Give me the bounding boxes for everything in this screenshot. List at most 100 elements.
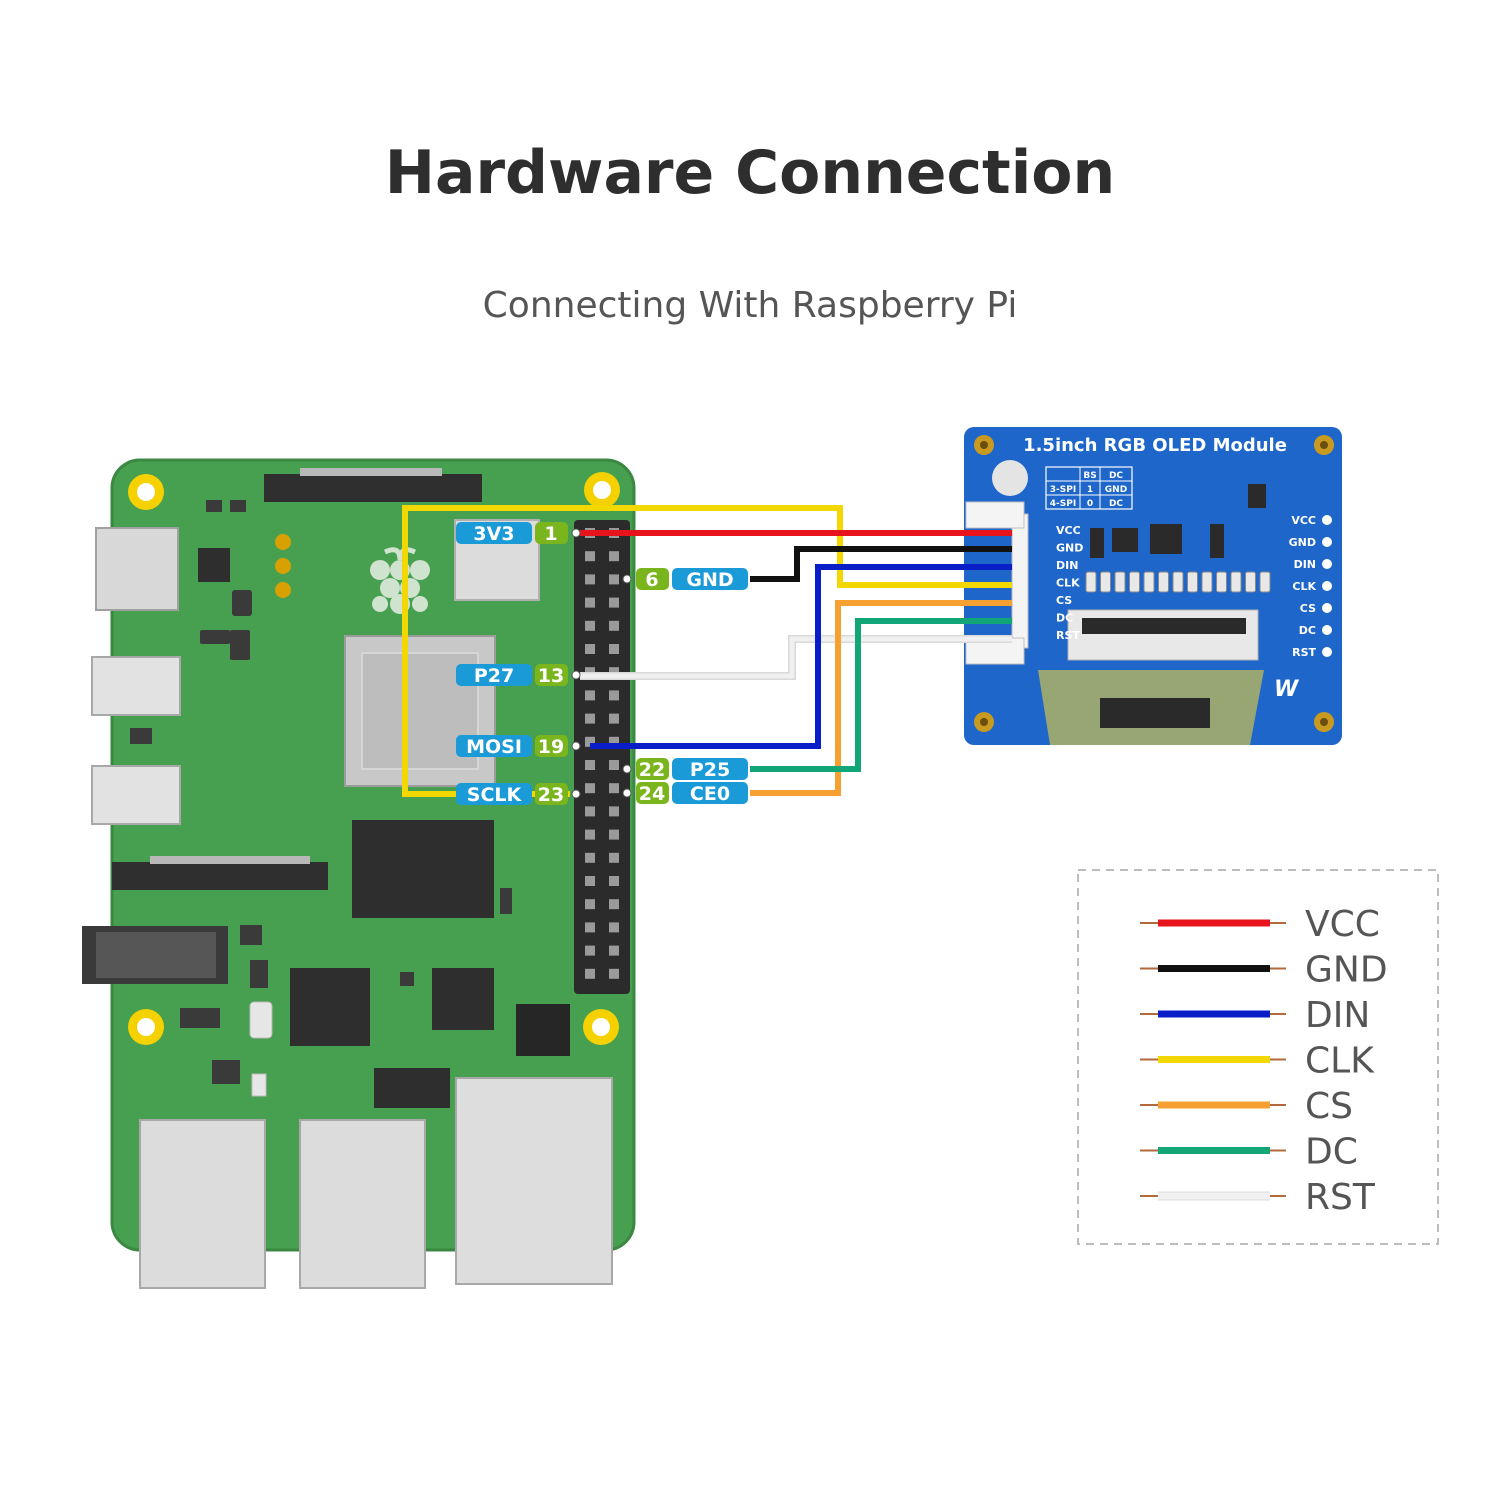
- waveshare-logo: W: [1274, 677, 1300, 702]
- pin-name: P25: [690, 759, 730, 781]
- gpio-pin: [609, 806, 619, 817]
- gpio-pin: [585, 829, 595, 840]
- gpio-pin: [585, 713, 595, 724]
- wire-cs: [750, 600, 1012, 796]
- page-subtitle: Connecting With Raspberry Pi: [482, 285, 1018, 326]
- config-table: BS DC 3-SPI 1 GND 4-SPI 0 DC: [1045, 466, 1133, 510]
- module-side-label: GND: [1289, 536, 1316, 549]
- legend-label: CLK: [1305, 1041, 1375, 1082]
- legend-item-vcc: VCC: [1140, 904, 1380, 945]
- usb-port-0: [139, 1119, 266, 1289]
- gpio-pin: [585, 945, 595, 956]
- gpio-pin: [585, 551, 595, 562]
- wire-rst: [580, 636, 1012, 679]
- ethernet-port: [455, 1077, 613, 1285]
- legend-label: VCC: [1305, 904, 1380, 945]
- pin-name: SCLK: [467, 784, 523, 806]
- table-cell: DC: [1109, 499, 1123, 509]
- gpio-pin: [609, 713, 619, 724]
- legend-item-rst: RST: [1140, 1177, 1376, 1218]
- gpio-pin: [609, 899, 619, 910]
- gpio-pin: [585, 736, 595, 747]
- module-pad: [1322, 625, 1332, 635]
- gpio-pin: [585, 644, 595, 654]
- module-pad: [1322, 559, 1332, 569]
- module-side-label: DC: [1299, 624, 1316, 637]
- capacitor: [1230, 571, 1242, 593]
- hdmi-port-0: [91, 656, 181, 716]
- gpio-pin: [609, 829, 619, 840]
- legend-label: RST: [1305, 1177, 1376, 1218]
- module-header: [1011, 513, 1029, 649]
- usb-port-1: [299, 1119, 426, 1289]
- capacitor-row: [1085, 571, 1271, 593]
- gpio-pin: [609, 922, 619, 933]
- capacitor: [1100, 571, 1111, 593]
- table-cell: 0: [1087, 499, 1093, 509]
- module-header-label: VCC: [1056, 524, 1081, 537]
- pin-number: 22: [639, 759, 665, 781]
- camera-connector: [112, 862, 328, 890]
- gpio-pin: [609, 783, 619, 794]
- pin-number: 13: [538, 665, 564, 687]
- module-header-label: DC: [1056, 612, 1073, 625]
- wires: [402, 505, 1012, 797]
- pin-name: 3V3: [473, 523, 514, 545]
- resistor-badge: [992, 460, 1028, 496]
- gpio-pin: [609, 620, 619, 631]
- pin-number: 19: [538, 736, 564, 758]
- legend-item-cs: CS: [1140, 1086, 1353, 1127]
- mounting-holes: [128, 472, 620, 1045]
- pin-label-gnd: 6 GND: [622, 568, 748, 591]
- gpio-pin: [609, 690, 619, 701]
- gpio-pin: [585, 852, 595, 863]
- gpio-pin: [609, 945, 619, 956]
- legend-item-clk: CLK: [1140, 1041, 1375, 1082]
- pin-number: 23: [538, 784, 564, 806]
- capacitor: [1114, 571, 1126, 593]
- capacitor: [1245, 571, 1256, 593]
- raspberry-pi-board: [82, 458, 636, 1289]
- pin-name: P27: [474, 665, 514, 687]
- gpio-pin: [609, 551, 619, 562]
- legend-item-din: DIN: [1140, 995, 1370, 1036]
- wire-din: [590, 564, 1012, 749]
- module-side-label: CLK: [1292, 580, 1316, 593]
- capacitor: [1201, 571, 1213, 593]
- gpio-pin: [609, 574, 619, 585]
- table-header-dc: DC: [1109, 471, 1123, 481]
- ram-chip: [352, 820, 494, 918]
- pin-number: 24: [639, 783, 665, 805]
- gpio-pin: [585, 968, 595, 979]
- module-pad: [1322, 581, 1332, 591]
- gpio-pin: [609, 876, 619, 886]
- pin-name: GND: [686, 569, 733, 591]
- hdmi-port-1: [91, 765, 181, 825]
- gpio-pin: [585, 574, 595, 585]
- pin-name: CE0: [690, 783, 730, 805]
- legend-label: GND: [1305, 950, 1388, 991]
- legend-item-gnd: GND: [1140, 950, 1388, 991]
- wire-gnd: [750, 546, 1012, 582]
- capacitor: [1172, 571, 1184, 593]
- oled-module: 1.5inch RGB OLED Module BS DC 3-SPI 1 GN…: [964, 427, 1342, 745]
- gpio-pin: [609, 644, 619, 654]
- gpio-pin: [585, 806, 595, 817]
- usb-c-port: [95, 527, 179, 611]
- module-header-label: CLK: [1056, 577, 1080, 590]
- module-pad: [1322, 537, 1332, 547]
- gpio-pin: [585, 876, 595, 886]
- module-title: 1.5inch RGB OLED Module: [1023, 435, 1287, 456]
- legend-item-dc: DC: [1140, 1132, 1358, 1173]
- gpio-pin: [609, 760, 619, 770]
- gpio-pin: [609, 736, 619, 747]
- fpc-connector: [1067, 609, 1259, 661]
- table-header-bs: BS: [1083, 471, 1096, 481]
- module-header-label: GND: [1056, 542, 1083, 555]
- pin-label-ce0: 24 CE0: [622, 782, 748, 805]
- pin-number: 6: [645, 569, 658, 591]
